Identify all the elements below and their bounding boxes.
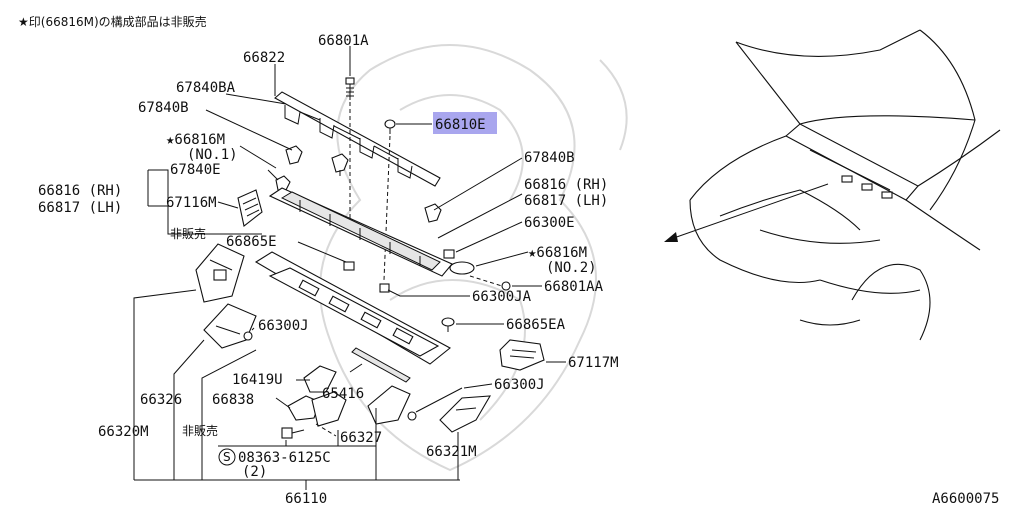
label-qty-2: (2): [242, 464, 267, 480]
cowl-main-panel: [254, 251, 451, 365]
label-66816-rh-right: 66816 (RH): [524, 177, 608, 193]
strip-65416: [351, 347, 411, 383]
label-no1: (NO.1): [187, 147, 238, 163]
label-66327: 66327: [340, 430, 382, 446]
cover-67117m: [499, 339, 545, 371]
label-66816m-no2: ★66816M: [528, 245, 587, 261]
label-16419u: 16419U: [232, 372, 283, 388]
bracket-16419u: [303, 365, 337, 393]
label-66300j-left: 66300J: [258, 318, 309, 334]
label-67116m: 67116M: [166, 195, 217, 211]
label-08363-6125c: 08363-6125C: [238, 450, 331, 466]
label-66817-lh-left: 66817 (LH): [38, 200, 122, 216]
bracket-66327: [311, 391, 347, 437]
label-67117m: 67117M: [568, 355, 619, 371]
label-s-mark: S: [223, 450, 231, 464]
diagram-id: A6600075: [932, 491, 999, 507]
label-66321m: 66321M: [426, 444, 477, 460]
label-66822: 66822: [243, 50, 285, 66]
side-bracket-upper: [195, 243, 245, 303]
screw-66801aa: [469, 275, 511, 291]
clip-67840b-a: [285, 145, 303, 165]
label-66816m-no1: ★66816M: [166, 132, 225, 148]
bolt-08363: [281, 427, 305, 439]
screw-66801a: [345, 77, 355, 100]
s-circle-icon: [218, 448, 236, 466]
label-hihanbai-1: 非販売: [170, 226, 206, 241]
side-bracket-right: [439, 395, 492, 433]
label-66300j-right: 66300J: [494, 377, 545, 393]
label-no2: (NO.2): [546, 260, 597, 276]
clip-67840b-b: [331, 153, 349, 176]
side-bracket-lower: [203, 303, 257, 349]
label-65416: 65416: [322, 386, 364, 402]
header-note: ★印(66816M)の構成部品は非販売: [18, 14, 207, 29]
clip-66300j-left: [243, 331, 253, 341]
bracket-center-lower: [367, 385, 411, 425]
label-66320m: 66320M: [98, 424, 149, 440]
label-67840b-top: 67840B: [138, 100, 189, 116]
label-66817-lh-right: 66817 (LH): [524, 193, 608, 209]
label-66110: 66110: [285, 491, 327, 507]
label-66801a: 66801A: [318, 33, 369, 49]
grommet-66865e: [343, 261, 355, 271]
highlight-66801e: [433, 112, 497, 134]
pad-67840e: [275, 175, 291, 191]
label-66300e: 66300E: [524, 215, 575, 231]
car-sketch: [664, 29, 1001, 341]
clip-66801e: [384, 119, 396, 134]
label-67840e: 67840E: [170, 162, 221, 178]
clip-66300e: [443, 249, 455, 259]
label-67840ba: 67840BA: [176, 80, 236, 96]
leader-lines: [133, 46, 566, 490]
label-67840b-right: 67840B: [524, 150, 575, 166]
label-66816-rh-left: 66816 (RH): [38, 183, 122, 199]
label-hihanbai-2: 非販売: [182, 423, 218, 438]
label-66865e: 66865E: [226, 234, 277, 250]
seal-67116m: [237, 189, 263, 227]
clip-66300j-right: [407, 411, 417, 421]
cowl-top-panel: [274, 91, 441, 187]
clip-67840b-c: [424, 203, 442, 223]
grommet-66865ea: [441, 317, 455, 332]
label-66801aa: 66801AA: [544, 279, 604, 295]
label-66801e: 66810E: [435, 117, 486, 133]
cowl-grille: [268, 187, 453, 277]
label-66865ea: 66865EA: [506, 317, 566, 333]
clip-66300ja: [379, 283, 390, 293]
label-66326: 66326: [140, 392, 182, 408]
label-66838: 66838: [212, 392, 254, 408]
label-66300ja: 66300JA: [472, 289, 532, 305]
part-labels: 66801A 66822 67840BA 67840B 66810E ★6681…: [38, 33, 619, 507]
grille-no2: [449, 261, 475, 275]
